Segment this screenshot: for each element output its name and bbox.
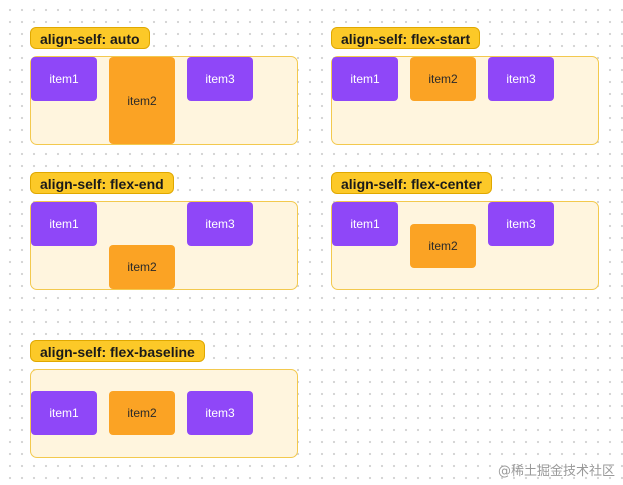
flex-item-3: item3 bbox=[187, 57, 253, 101]
demo-label: align-self: flex-start bbox=[331, 27, 481, 49]
flex-item-2: item2 bbox=[410, 224, 476, 268]
watermark-text: @稀土掘金技术社区 bbox=[497, 464, 615, 479]
flex-container: item1 item2 item3 bbox=[30, 56, 298, 145]
flex-container: item1 item2 item3 bbox=[30, 201, 298, 290]
flex-item-1: item1 bbox=[31, 391, 97, 435]
flex-item-1: item1 bbox=[332, 202, 398, 246]
flex-item-2: item2 bbox=[109, 57, 175, 144]
flex-container: item1 item2 item3 bbox=[30, 369, 298, 458]
demo-label: align-self: auto bbox=[30, 27, 150, 49]
flex-item-3: item3 bbox=[187, 202, 253, 246]
flex-item-1: item1 bbox=[31, 57, 97, 101]
flex-item-2: item2 bbox=[109, 245, 175, 289]
flex-container: item1 item2 item3 bbox=[331, 201, 599, 290]
flex-item-2: item2 bbox=[410, 57, 476, 101]
flex-item-2: item2 bbox=[109, 391, 175, 435]
flex-item-1: item1 bbox=[332, 57, 398, 101]
flex-container: item1 item2 item3 bbox=[331, 56, 599, 145]
flex-item-3: item3 bbox=[488, 202, 554, 246]
flex-item-1: item1 bbox=[31, 202, 97, 246]
flex-item-3: item3 bbox=[488, 57, 554, 101]
demo-label: align-self: flex-baseline bbox=[30, 340, 205, 362]
demo-label: align-self: flex-center bbox=[331, 172, 492, 194]
flex-item-3: item3 bbox=[187, 391, 253, 435]
demo-label: align-self: flex-end bbox=[30, 172, 174, 194]
